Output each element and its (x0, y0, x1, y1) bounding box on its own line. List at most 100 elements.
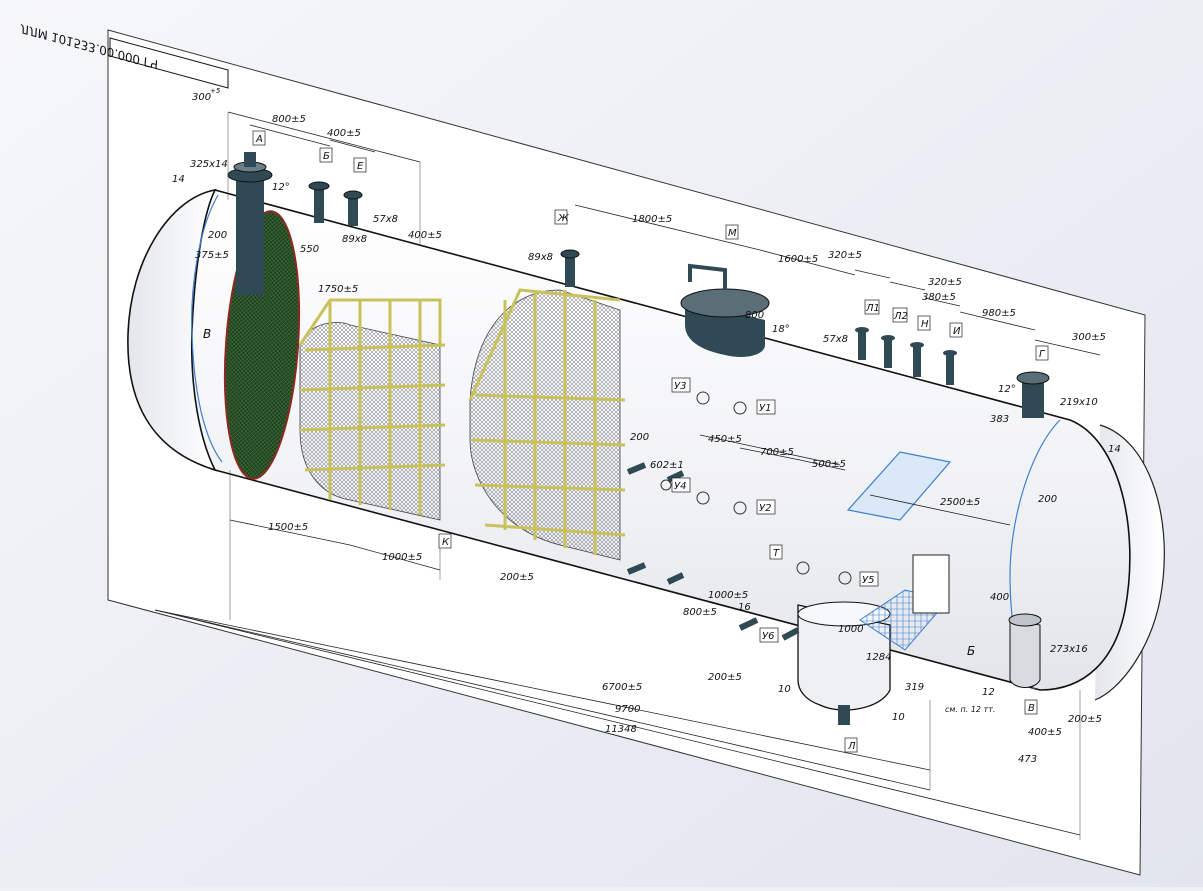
note-ref: см. п. 12 тт. (945, 705, 995, 714)
dim-89a: 89x8 (342, 234, 367, 245)
nozzle-G (1016, 371, 1050, 418)
dim-325: 325x14 (190, 159, 228, 170)
dimension-labels: 300 +5 800±5 400±5 325x14 14 12° 57x8 20… (172, 87, 1121, 765)
label-M: М (728, 228, 737, 239)
dim-2500: 2500±5 (940, 497, 980, 508)
dim-300b: 300±5 (1072, 332, 1106, 343)
left-head-seam (191, 194, 223, 463)
dim-1500: 1500±5 (268, 522, 308, 533)
dim-300-sup: +5 (210, 87, 221, 95)
dim-380: 380±5 (922, 292, 956, 303)
dim-1000c: 1000 (838, 624, 863, 635)
dim-1750: 1750±5 (318, 284, 358, 295)
label-Zh: Ж (557, 213, 570, 224)
dim-16: 16 (738, 602, 751, 613)
dim-12a: 12° (272, 182, 290, 193)
label-I: И (953, 326, 961, 337)
dim-200e: 200±5 (708, 672, 742, 683)
label-B: Б (323, 151, 330, 162)
label-T: Т (773, 548, 780, 559)
dim-57b: 57x8 (823, 334, 848, 345)
dim-400d: 400±5 (1028, 727, 1062, 738)
manhole-M (680, 263, 770, 357)
outlet-V (1008, 613, 1042, 688)
nozzles-L1-L2-N-I (855, 327, 957, 385)
dim-1284: 1284 (866, 652, 891, 663)
dim-400c: 400 (990, 592, 1009, 603)
heater-plate (846, 451, 952, 521)
label-U4: У4 (674, 481, 686, 492)
dim-320a: 320±5 (828, 250, 862, 261)
label-A: А (255, 134, 263, 145)
dim-320b: 320±5 (928, 277, 962, 288)
dim-200c: 200 (630, 432, 649, 443)
dim-383: 383 (990, 414, 1009, 425)
dim-300: 300 (192, 92, 211, 103)
label-L2: Л2 (893, 311, 908, 322)
dim-200f: 200±5 (1068, 714, 1102, 725)
mesh-cage-left (298, 298, 446, 521)
dim-602: 602±1 (650, 460, 684, 471)
dim-1600: 1600±5 (778, 254, 818, 265)
dimension-lines (154, 111, 1101, 840)
label-U6: У6 (762, 631, 774, 642)
dim-6700: 6700±5 (602, 682, 642, 693)
dim-400b: 400±5 (408, 230, 442, 241)
dim-219: 219x10 (1060, 397, 1098, 408)
dim-12b: 12° (998, 384, 1016, 395)
dim-980: 980±5 (982, 308, 1016, 319)
nozzle-E (343, 190, 363, 226)
label-U2: У2 (759, 503, 771, 514)
dim-200b: 200 (1038, 494, 1057, 505)
dim-273: 273x16 (1050, 644, 1088, 655)
dim-12c: 12 (982, 687, 995, 698)
dim-89b: 89x8 (528, 252, 553, 263)
dim-400a: 400±5 (327, 128, 361, 139)
dim-10b: 10 (892, 712, 905, 723)
dim-1800: 1800±5 (632, 214, 672, 225)
nozzle-A (227, 152, 273, 295)
dim-14a: 14 (172, 174, 185, 185)
label-K: К (442, 537, 450, 548)
label-E: Е (357, 161, 364, 172)
label-U3: У3 (674, 381, 686, 392)
dim-9700: 9700 (615, 704, 640, 715)
mesh-cage-right (468, 288, 626, 561)
dim-57a: 57x8 (373, 214, 398, 225)
dim-200d: 200±5 (500, 572, 534, 583)
dim-450: 450±5 (708, 434, 742, 445)
dim-14b: 14 (1108, 444, 1121, 455)
dim-375: 375±5 (195, 250, 229, 261)
nozzle-labels: А Б Е Ж М Л1 Л2 Н И Г В К Т У1 У2 У3 У4 … (203, 130, 1049, 753)
label-U1: У1 (759, 403, 771, 414)
dim-550: 550 (300, 244, 319, 255)
left-head (127, 188, 217, 472)
label-N: Н (921, 319, 929, 330)
dim-800c: 800±5 (683, 607, 717, 618)
inspection-ports (660, 391, 852, 585)
label-B2: Б (967, 644, 975, 658)
dim-10a: 10 (778, 684, 791, 695)
dim-200a: 200 (208, 230, 227, 241)
dim-473: 473 (1018, 754, 1037, 765)
dim-11348: 11348 (605, 724, 637, 735)
nozzle-B (308, 181, 330, 223)
side-nozzles (626, 462, 800, 641)
nozzle-Zh (560, 249, 580, 287)
dim-1000b: 1000±5 (708, 590, 748, 601)
dim-18: 18° (772, 324, 790, 335)
dim-700: 700±5 (760, 447, 794, 458)
dim-319: 319 (905, 682, 924, 693)
dim-1000: 1000±5 (382, 552, 422, 563)
label-V2: В (1028, 703, 1035, 714)
dim-800b: 800 (745, 310, 764, 321)
hatch-T (912, 554, 950, 614)
dim-800: 800±5 (272, 114, 306, 125)
label-U5: У5 (862, 575, 874, 586)
label-L: Л (847, 741, 856, 752)
label-G: Г (1039, 349, 1046, 360)
label-V1: В (203, 327, 211, 341)
dim-500: 500±5 (812, 459, 846, 470)
